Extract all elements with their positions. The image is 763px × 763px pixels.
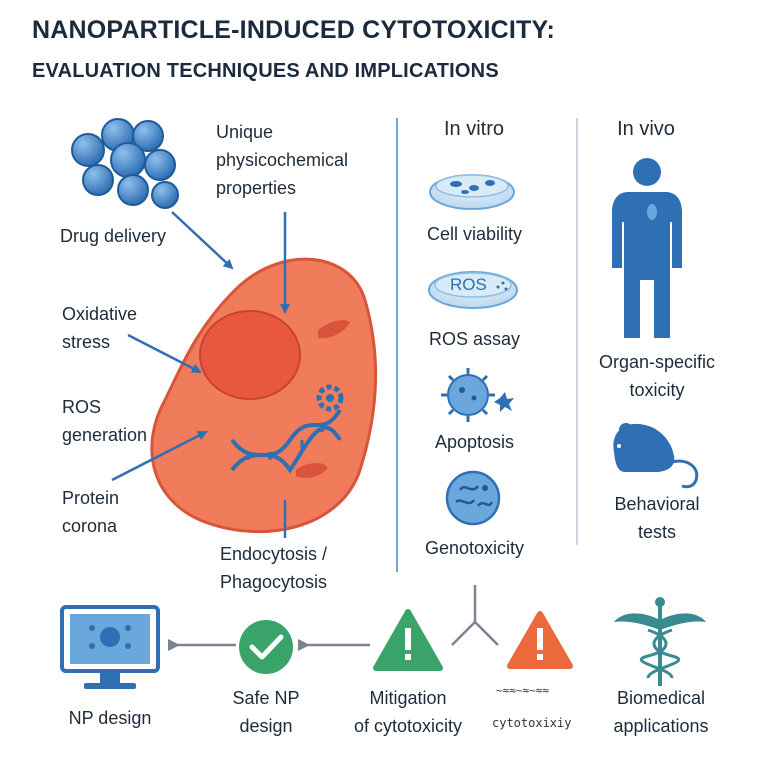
label-phagocytosis: Phagocytosis bbox=[220, 572, 328, 592]
label-apoptosis: Apoptosis bbox=[434, 432, 515, 452]
label-physicochemical: physicochemical bbox=[216, 150, 349, 170]
monitor-icon bbox=[60, 605, 160, 689]
label-oxidative: Oxidative bbox=[62, 304, 138, 324]
scribble-decoration: ~≈≈~≈~≈≈ bbox=[496, 684, 549, 697]
branch-connector bbox=[451, 585, 499, 646]
cell-icon bbox=[150, 257, 378, 533]
label-tests: tests bbox=[637, 522, 676, 542]
label-applications: applications bbox=[613, 716, 709, 736]
human-body-icon bbox=[612, 158, 682, 338]
label-generation: generation bbox=[62, 425, 148, 445]
label-ros: ROS bbox=[62, 397, 102, 417]
label-protein: Protein bbox=[62, 488, 120, 508]
title-line-1: NANOPARTICLE-INDUCED CYTOTOXICITY: bbox=[32, 16, 556, 44]
mouse-icon bbox=[613, 423, 699, 489]
label-biomedical: Biomedical bbox=[616, 688, 706, 708]
label-stress: stress bbox=[62, 332, 111, 352]
heading-in-vitro: In vitro bbox=[443, 118, 505, 140]
label-unique: Unique bbox=[216, 122, 274, 142]
label-cell-viability: Cell viability bbox=[426, 224, 523, 244]
check-circle-icon bbox=[239, 620, 293, 674]
label-properties: properties bbox=[216, 178, 297, 198]
label-np-design: NP design bbox=[68, 708, 152, 728]
label-of-cytotoxicity: of cytotoxicity bbox=[353, 716, 463, 736]
label-safe-np: Safe NP bbox=[232, 688, 300, 708]
label-toxicity: toxicity bbox=[629, 380, 685, 400]
label-behavioral: Behavioral bbox=[614, 494, 700, 514]
label-endocytosis: Endocytosis / bbox=[220, 544, 328, 564]
arrow-ros-protein bbox=[111, 430, 208, 482]
warning-triangle-green-icon bbox=[373, 609, 443, 671]
label-drug-delivery: Drug delivery bbox=[60, 226, 167, 246]
label-ros-assay: ROS assay bbox=[428, 329, 521, 349]
ros-dish-icon bbox=[428, 271, 518, 309]
title-line-2: EVALUATION TECHNIQUES AND IMPLICATIONS bbox=[32, 60, 499, 82]
label-cytotoxixiy: cytotoxixiy bbox=[492, 716, 572, 730]
petri-dish-icon bbox=[429, 174, 515, 210]
genotoxicity-cell-icon bbox=[445, 470, 501, 526]
label-genotoxicity: Genotoxicity bbox=[424, 538, 525, 558]
apoptosis-cell-icon bbox=[441, 368, 514, 422]
caduceus-icon bbox=[614, 597, 706, 686]
arrow-oxidative bbox=[127, 333, 202, 374]
arrow-drug-delivery bbox=[171, 211, 234, 270]
nanoparticle-cluster-icon bbox=[71, 118, 179, 209]
label-mitigation: Mitigation bbox=[369, 688, 447, 708]
label-corona: corona bbox=[62, 516, 118, 536]
label-organ-specific: Organ-specific bbox=[598, 352, 716, 372]
heading-in-vivo: In vivo bbox=[617, 118, 675, 140]
ros-dish-label: ROS bbox=[450, 275, 487, 294]
warning-triangle-orange-icon bbox=[507, 611, 573, 669]
label-safe-design: design bbox=[239, 716, 293, 736]
